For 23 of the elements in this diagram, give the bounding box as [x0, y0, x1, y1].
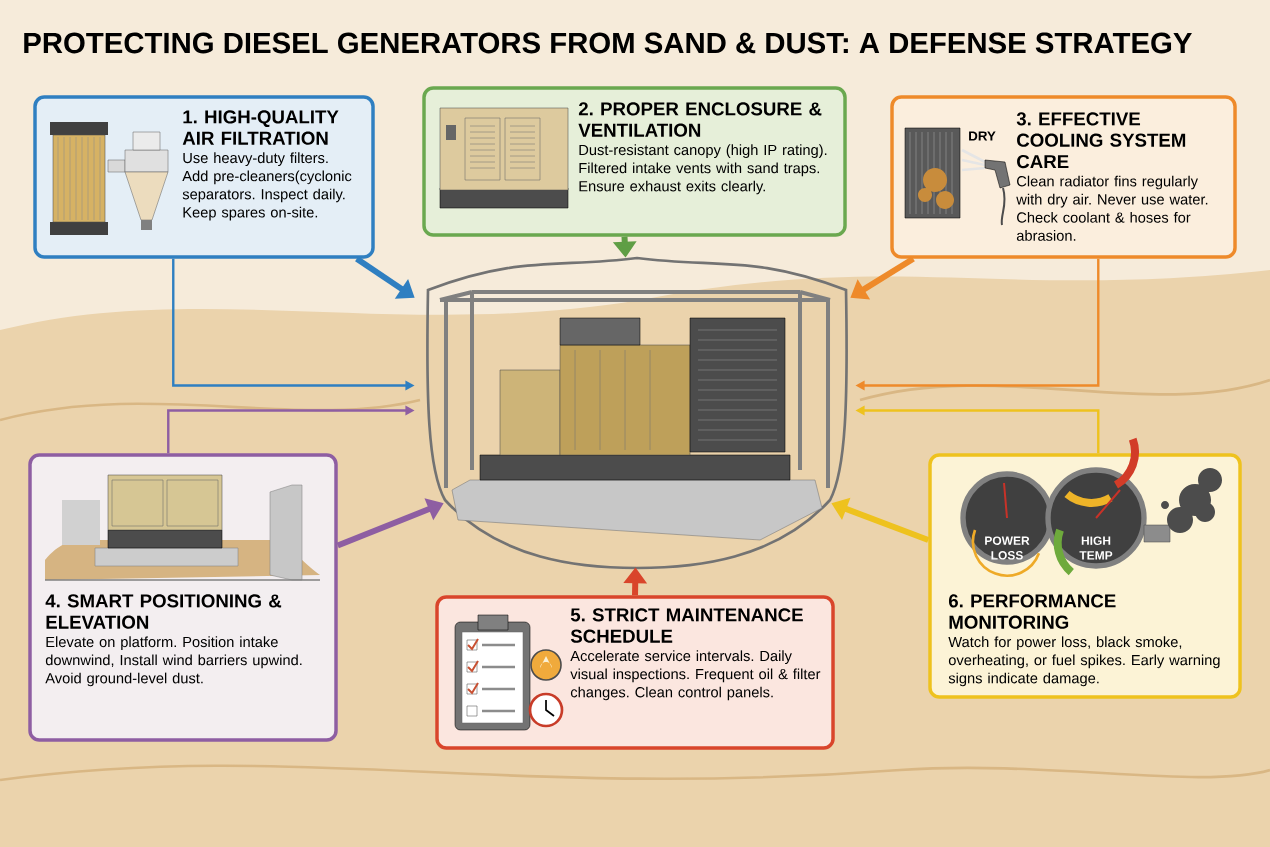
card-heading: 1. HIGH-QUALITY AIR FILTRATION: [182, 110, 339, 145]
info-card: [28, 453, 338, 742]
card-heading: 4. SMART POSITIONING & ELEVATION: [45, 594, 282, 629]
card-text: Watch for power loss, black smoke, overheating, or fuel spikes. Early warning signs indicate damage.: [948, 636, 1220, 687]
title: PROTECTING DIESEL GENERATORS FROM SAND & DUST: A DEFENSE STRATEGY: [24, 32, 1192, 54]
info-card: [435, 595, 835, 750]
card-text: Accelerate service intervals. Daily visual inspections. Frequent oil & filter changes. Clean control panels.: [570, 650, 821, 701]
card-text: Clean radiator fins regularly with dry air. Never use water. Check coolant & hoses for abrasion.: [1016, 175, 1208, 241]
generator-drawing: [426, 256, 848, 570]
card-heading: 2. PROPER ENCLOSURE & VENTILATION: [578, 102, 822, 137]
card-heading: 5. STRICT MAINTENANCE SCHEDULE: [570, 608, 803, 643]
drawing-label: DRY: [969, 131, 996, 141]
card-text: Elevate on platform. Position intake downwind, Install wind barriers upwind. Avoid ground-level dust.: [45, 636, 302, 687]
gauge-label: HIGH TEMP: [1079, 536, 1113, 560]
info-card: [33, 95, 375, 259]
gauge-label: POWER LOSS: [985, 536, 1030, 560]
info-card: [890, 95, 1237, 259]
card-heading: 6. PERFORMANCE MONITORING: [948, 594, 1116, 629]
card-text: Use heavy-duty filters. Add pre-cleaners(cyclonic separators. Inspect daily. Keep spares on-site.: [182, 152, 352, 221]
info-card: [928, 437, 1242, 699]
card-heading: 3. EFFECTIVE COOLING SYSTEM CARE: [1016, 112, 1186, 169]
card-text: Dust-resistant canopy (high IP rating). Filtered intake vents with sand traps. Ensure exhaust exits clearly.: [579, 144, 827, 195]
info-card: [422, 86, 847, 237]
